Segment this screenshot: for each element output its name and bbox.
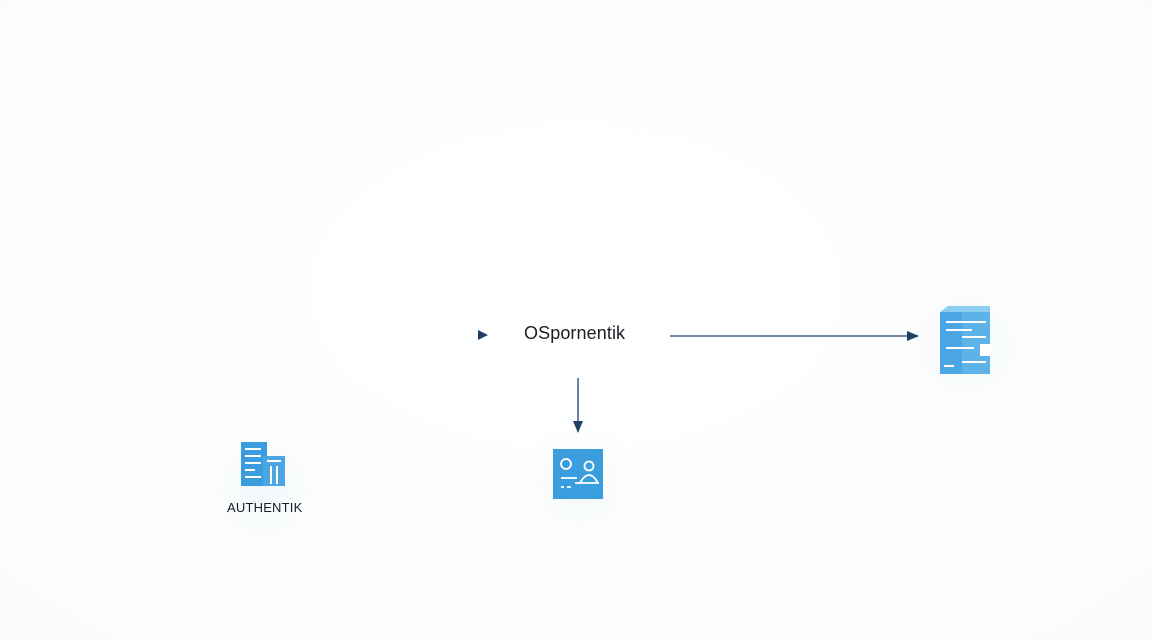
- user-card-icon: [553, 449, 603, 499]
- building-icon: [241, 442, 285, 486]
- play-marker-icon: [478, 330, 488, 340]
- server-stack-icon: [940, 306, 992, 374]
- auth-node-label: AUTHENTIK: [227, 500, 303, 515]
- center-node-label: OSpornentik: [524, 323, 626, 343]
